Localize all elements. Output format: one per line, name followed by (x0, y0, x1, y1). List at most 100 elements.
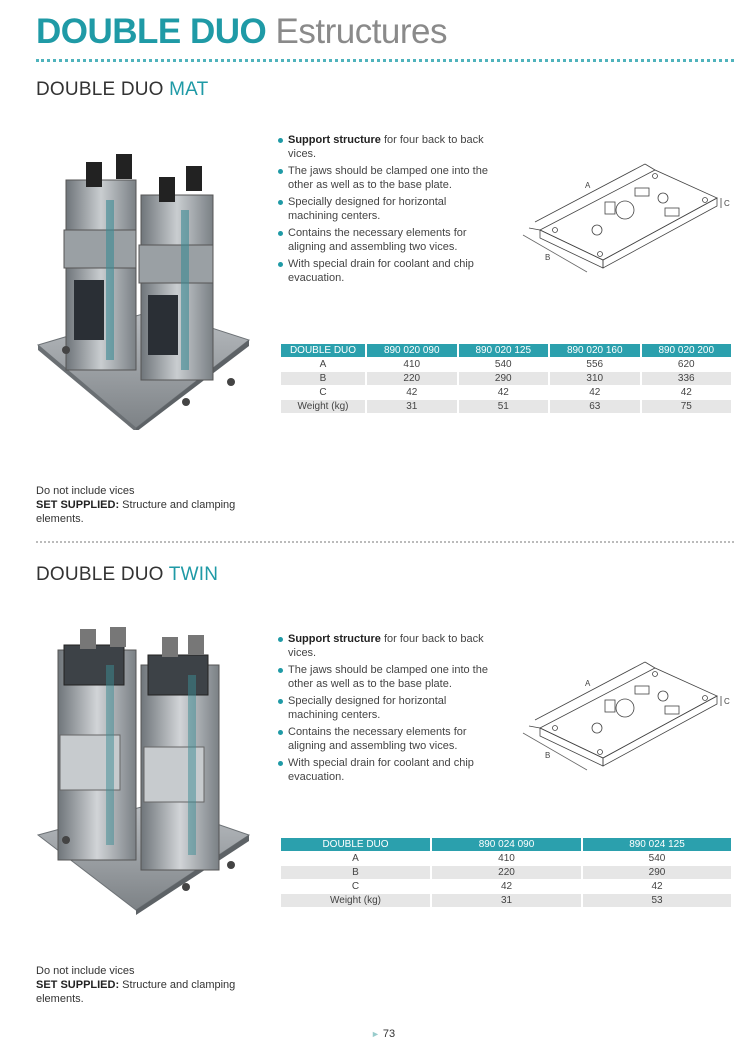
spec-table-mat: DOUBLE DUO 890 020 090 890 020 125 890 0… (279, 343, 733, 414)
table-cell: A (319, 359, 327, 370)
dim-label-a: A (585, 181, 591, 190)
table-cell: 42 (680, 387, 692, 398)
table-cell: 42 (500, 881, 513, 892)
list-item-text: The jaws should be clamped one into the … (288, 165, 488, 191)
dim-label-b: B (545, 751, 550, 760)
section-title-text: DOUBLE DUO (36, 564, 164, 585)
technical-drawing-twin: A B C (505, 648, 735, 783)
note-supplied: SET SUPPLIED: Structure and clamping ele… (36, 498, 236, 526)
header-divider (36, 59, 734, 62)
list-item-text: Specially designed for horizontal machin… (288, 695, 447, 721)
table-cell: 63 (550, 400, 640, 413)
page-title: DOUBLE DUO Estructures (36, 10, 448, 54)
arrow-right-icon: ► (371, 1029, 380, 1039)
table-header-cell: 890 020 090 (367, 344, 457, 357)
list-item: Support structure for four back to back … (278, 632, 493, 660)
section-title-text: DOUBLE DUO (36, 79, 164, 100)
list-item-text: Contains the necessary elements for alig… (288, 227, 467, 253)
feature-list-twin: Support structure for four back to back … (278, 632, 493, 787)
table-cell: C (319, 387, 327, 398)
list-item-text: Contains the necessary elements for alig… (288, 726, 467, 752)
table-cell: Weight (kg) (281, 894, 430, 907)
list-item: With special drain for coolant and chip … (278, 756, 493, 784)
table-cell: 53 (583, 894, 731, 907)
product-image-mat (36, 150, 251, 430)
table-cell: 336 (641, 372, 731, 385)
section-divider (36, 541, 734, 543)
table-cell: 290 (458, 372, 548, 385)
table-header-row: DOUBLE DUO 890 024 090 890 024 125 (281, 838, 731, 851)
note-twin: Do not include vices SET SUPPLIED: Struc… (36, 964, 236, 1006)
table-header-cell: 890 020 125 (458, 344, 548, 357)
table-cell: 42 (406, 387, 418, 398)
table-cell: 556 (586, 359, 604, 370)
table-cell: 220 (367, 372, 457, 385)
dim-label-c: C (724, 697, 730, 706)
section-title-twin: DOUBLE DUO TWIN (36, 564, 218, 586)
list-item: Contains the necessary elements for alig… (278, 226, 493, 254)
table-cell: B (281, 372, 365, 385)
note-supplied-label: SET SUPPLIED: (36, 499, 120, 511)
list-item: With special drain for coolant and chip … (278, 257, 493, 285)
table-cell: 42 (589, 387, 601, 398)
list-item-text: The jaws should be clamped one into the … (288, 664, 488, 690)
table-row: A 410 540 556 620 (281, 358, 731, 371)
table-cell: B (281, 866, 430, 879)
note-line: Do not include vices (36, 965, 135, 977)
table-header-cell: 890 024 090 (432, 838, 581, 851)
table-header-cell: DOUBLE DUO (281, 344, 365, 357)
list-item-text: for four back to back vices. (288, 134, 484, 160)
note-supplied-label: SET SUPPLIED: (36, 979, 120, 991)
table-cell: 540 (648, 853, 666, 864)
product-image-twin (36, 625, 251, 915)
list-item-text: for four back to back vices. (288, 633, 484, 659)
table-cell: 31 (367, 400, 457, 413)
list-item-bold: Support structure (288, 633, 381, 645)
list-item: The jaws should be clamped one into the … (278, 164, 493, 192)
technical-drawing-mat: A B C (505, 150, 735, 285)
table-cell: 540 (494, 359, 512, 370)
page-number: ►73 (371, 1028, 395, 1040)
table-cell: 220 (432, 866, 581, 879)
table-header-cell: DOUBLE DUO (281, 838, 430, 851)
table-row: C 42 42 (281, 880, 731, 893)
table-header-cell: 890 020 200 (641, 344, 731, 357)
list-item-text: Specially designed for horizontal machin… (288, 196, 447, 222)
table-cell: 31 (432, 894, 581, 907)
table-header-row: DOUBLE DUO 890 020 090 890 020 125 890 0… (281, 344, 731, 357)
table-cell: Weight (kg) (281, 400, 365, 413)
note-line: Do not include vices (36, 485, 135, 497)
table-cell: 410 (403, 359, 421, 370)
table-row: Weight (kg) 31 51 63 75 (281, 400, 731, 413)
dim-label-b: B (545, 253, 550, 262)
list-item-text: With special drain for coolant and chip … (288, 757, 474, 783)
section-title-accent: TWIN (168, 564, 219, 585)
table-row: B 220 290 310 336 (281, 372, 731, 385)
table-row: C 42 42 42 42 (281, 386, 731, 399)
table-row: A 410 540 (281, 852, 731, 865)
dim-label-a: A (585, 679, 591, 688)
list-item: The jaws should be clamped one into the … (278, 663, 493, 691)
table-cell: 310 (550, 372, 640, 385)
page-title-main: DOUBLE DUO (36, 12, 267, 51)
spec-table-twin: DOUBLE DUO 890 024 090 890 024 125 A 410… (279, 837, 733, 908)
section-title-mat: DOUBLE DUO MAT (36, 79, 208, 101)
table-row: B 220 290 (281, 866, 731, 879)
list-item: Specially designed for horizontal machin… (278, 694, 493, 722)
note-supplied-text: Structure and clamping elements. (36, 499, 236, 525)
list-item: Specially designed for horizontal machin… (278, 195, 493, 223)
table-cell: 620 (677, 359, 695, 370)
list-item-text: With special drain for coolant and chip … (288, 258, 474, 284)
table-header-cell: 890 020 160 (550, 344, 640, 357)
table-cell: 51 (458, 400, 548, 413)
section-title-accent: MAT (169, 79, 209, 100)
feature-list-mat: Support structure for four back to back … (278, 133, 493, 288)
table-cell: 290 (583, 866, 731, 879)
note-mat: Do not include vices SET SUPPLIED: Struc… (36, 484, 236, 526)
page-number-text: 73 (382, 1028, 396, 1040)
table-cell: 75 (641, 400, 731, 413)
table-cell: 410 (498, 853, 515, 864)
page-title-sub: Estructures (275, 12, 448, 51)
table-cell: 42 (651, 881, 663, 892)
table-row: Weight (kg) 31 53 (281, 894, 731, 907)
